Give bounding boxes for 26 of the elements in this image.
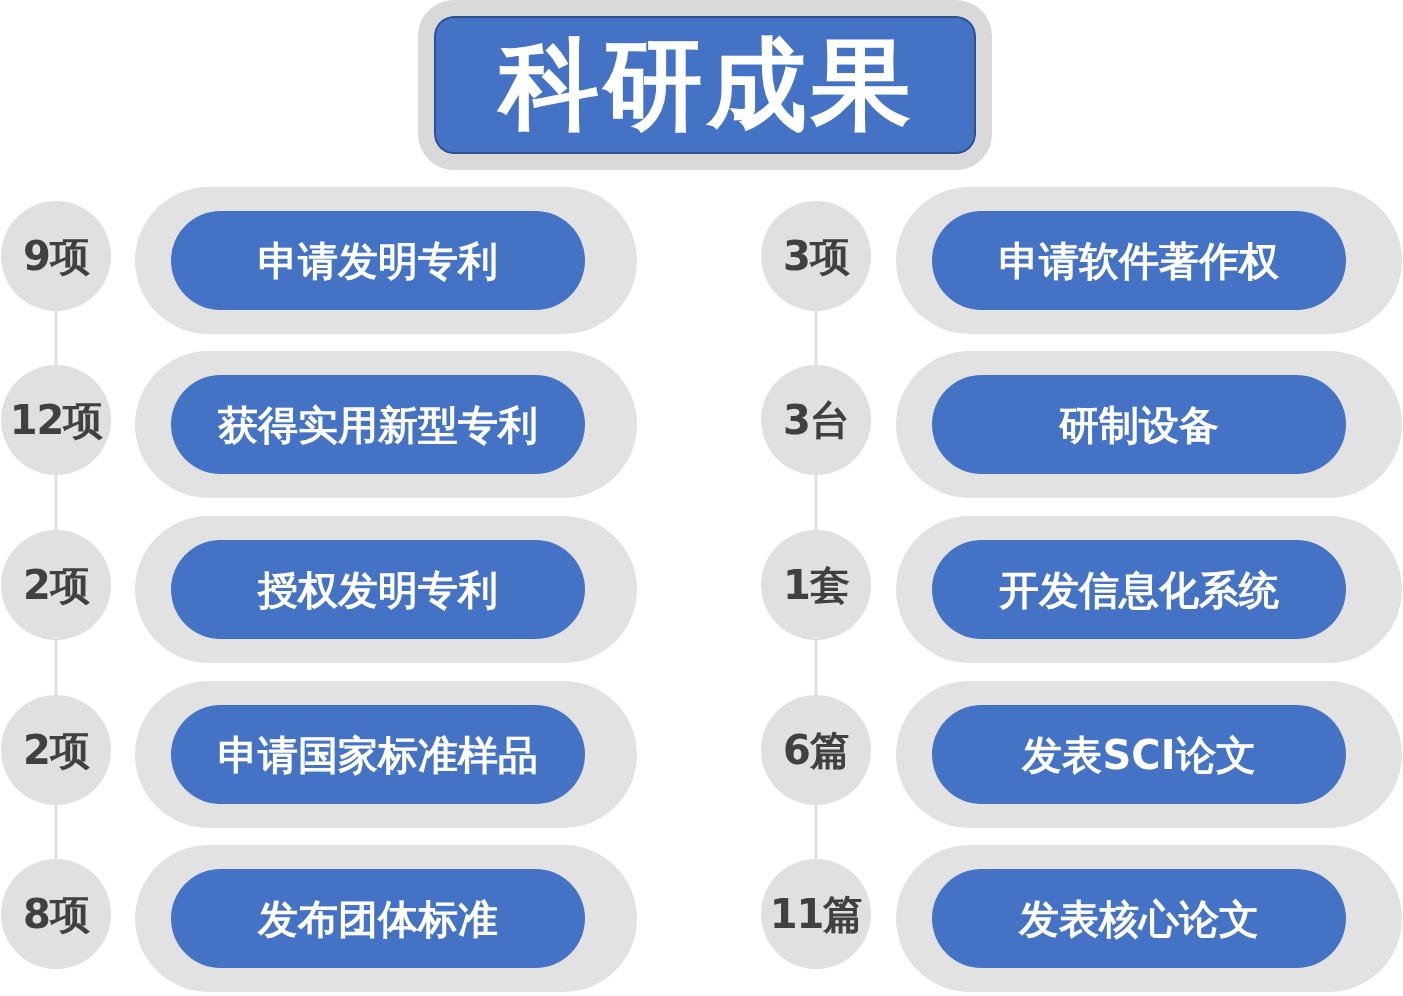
- count-circle: 2项: [1, 695, 111, 805]
- pill-backdrop: [896, 351, 1402, 498]
- item-pill: 发布团体标准: [171, 869, 585, 968]
- count-circle: 3项: [761, 201, 871, 311]
- item-pill: 发表SCI论文: [932, 705, 1346, 804]
- count-circle: 11篇: [761, 859, 871, 969]
- count-circle: 8项: [1, 859, 111, 969]
- pill-backdrop: [896, 187, 1402, 334]
- count-circle: 3台: [761, 365, 871, 475]
- item-pill: 申请国家标准样品: [171, 705, 585, 804]
- item-pill: 研制设备: [932, 375, 1346, 474]
- count-circle: 2项: [1, 530, 111, 640]
- item-pill: 获得实用新型专利: [171, 375, 585, 474]
- item-pill: 发表核心论文: [932, 869, 1346, 968]
- item-pill: 授权发明专利: [171, 540, 585, 639]
- count-circle: 1套: [761, 530, 871, 640]
- title-banner: 科研成果: [418, 0, 992, 170]
- count-circle: 6篇: [761, 695, 871, 805]
- item-pill: 申请软件著作权: [932, 211, 1346, 310]
- pill-backdrop: [896, 516, 1402, 663]
- item-pill: 开发信息化系统: [932, 540, 1346, 639]
- pill-backdrop: [896, 681, 1402, 828]
- count-circle: 12项: [1, 365, 111, 475]
- count-circle: 9项: [1, 201, 111, 311]
- item-pill: 申请发明专利: [171, 211, 585, 310]
- pill-backdrop: [896, 845, 1402, 992]
